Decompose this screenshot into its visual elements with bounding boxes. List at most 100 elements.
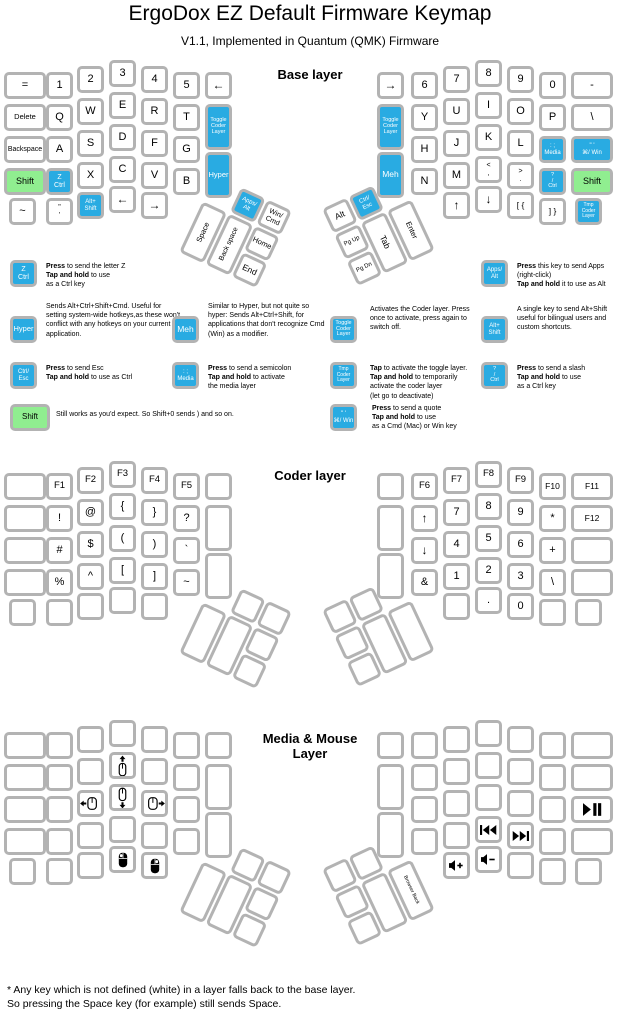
key-label: F12	[584, 512, 600, 523]
key-toggle-coder-layer: Toggle Coder Layer	[205, 104, 232, 150]
key-label: F7	[450, 474, 463, 486]
key-1: 1	[46, 72, 73, 99]
key-blank	[46, 828, 73, 855]
layer-title-media: Media & Mouse Layer	[262, 731, 358, 761]
key-label: Toggle Coder Layer	[335, 319, 352, 338]
key-label: F4	[148, 474, 161, 486]
key-label: ]	[152, 569, 157, 582]
key-arrow-up: ↑	[443, 192, 470, 219]
legend-key-apps-slash-alt: Apps/ Alt	[481, 260, 508, 287]
key-hash: #	[46, 537, 73, 564]
key-blank	[539, 828, 566, 855]
legend-key-hyper: Hyper	[10, 316, 37, 343]
key-grave: `	[173, 537, 200, 564]
key-label: F1	[53, 480, 66, 492]
key-blank	[46, 858, 73, 885]
key-label: 2	[485, 563, 492, 576]
layer-title-coder: Coder layer	[274, 468, 346, 483]
key-f5: F5	[173, 473, 200, 500]
key-blank	[173, 764, 200, 791]
key-label: : ; Media	[177, 369, 194, 382]
key-label: @	[84, 505, 97, 518]
key-arrow-left: ←	[109, 186, 136, 213]
key-0: 0	[507, 593, 534, 620]
key-label: Shift	[21, 412, 38, 422]
key-blank	[109, 816, 136, 843]
key-blank	[411, 828, 438, 855]
key-label: Delete	[14, 112, 36, 122]
key-j: J	[443, 130, 470, 157]
key-mouse-right	[141, 790, 168, 817]
key-label: Pg Dn	[355, 261, 374, 275]
key-blank	[507, 726, 534, 753]
key-label: F11	[584, 480, 600, 491]
key-label: F2	[84, 474, 97, 486]
key-label: F8	[482, 468, 495, 480]
legend-key-shift: Shift	[10, 404, 50, 431]
key-label: Q	[55, 110, 64, 123]
legend-key-alt-plus-shift: Alt+ Shift	[481, 316, 508, 343]
key-backslash: \	[571, 104, 613, 131]
key-label: Tab	[377, 234, 393, 251]
key-tilde: ~	[9, 198, 36, 225]
key-w: W	[77, 98, 104, 125]
key-o: O	[507, 98, 534, 125]
key-label: Tmp Coder Layer	[336, 366, 351, 384]
key-label: %	[54, 575, 65, 588]
key-label: Toggle Coder Layer	[210, 117, 227, 135]
key-7: 7	[443, 66, 470, 93]
key-label: F3	[116, 468, 129, 480]
key-blank	[4, 732, 46, 759]
key-label: Alt+ Shift	[84, 199, 97, 212]
key-4: 4	[141, 66, 168, 93]
key-2: 2	[475, 557, 502, 584]
key-label: ] }	[548, 205, 557, 216]
key-tmp-coder-layer: Tmp Coder Layer	[575, 198, 602, 225]
key-label: (	[120, 531, 125, 544]
key-label: !	[57, 511, 62, 524]
key-label: P	[548, 110, 557, 123]
key-blank	[77, 758, 104, 785]
key-label: *	[550, 511, 555, 524]
key-bang: !	[46, 505, 73, 532]
key-mouse-down	[109, 784, 136, 811]
key-arrow-right: →	[141, 192, 168, 219]
key-l: L	[507, 130, 534, 157]
key-blank	[4, 505, 46, 532]
key-minus: -	[571, 72, 613, 99]
legend-text: Still works as you'd expect. So Shift+0 …	[56, 411, 234, 418]
key-blank	[443, 822, 470, 849]
key-blank	[9, 599, 36, 626]
key-f9: F9	[507, 467, 534, 494]
key-label: Alt	[333, 208, 347, 222]
key-label: N	[420, 174, 429, 187]
legend-text: Similar to Hyper, but not quite so hyper…	[208, 303, 325, 338]
key-blank	[109, 587, 136, 614]
key-label: 9	[517, 505, 524, 518]
key-label: Toggle Coder Layer	[382, 117, 399, 135]
key-label: Back space	[218, 226, 241, 263]
key-blank	[205, 473, 232, 500]
key-plus: +	[539, 537, 566, 564]
key-label: End	[240, 261, 259, 278]
key-label: Apps/ Alt	[241, 196, 258, 213]
key-blank	[571, 732, 613, 759]
key-blank	[475, 752, 502, 779]
key-label: $	[87, 537, 94, 550]
key-blank	[173, 796, 200, 823]
mouse-up-icon	[118, 755, 127, 776]
key-label: &	[420, 575, 429, 588]
key-label: " ' ⌘/ Win	[582, 143, 602, 156]
key-hyper: Hyper	[205, 152, 232, 198]
key-6: 6	[411, 72, 438, 99]
key-f8: F8	[475, 461, 502, 488]
key-label: F10	[545, 480, 560, 491]
key-label: 9	[517, 72, 524, 85]
key-percent: %	[46, 569, 73, 596]
key-label: Hyper	[208, 169, 229, 179]
key-5: 5	[173, 72, 200, 99]
key-y: Y	[411, 104, 438, 131]
key-label: ? / Ctrl	[548, 171, 557, 190]
key-tilde: ~	[173, 569, 200, 596]
